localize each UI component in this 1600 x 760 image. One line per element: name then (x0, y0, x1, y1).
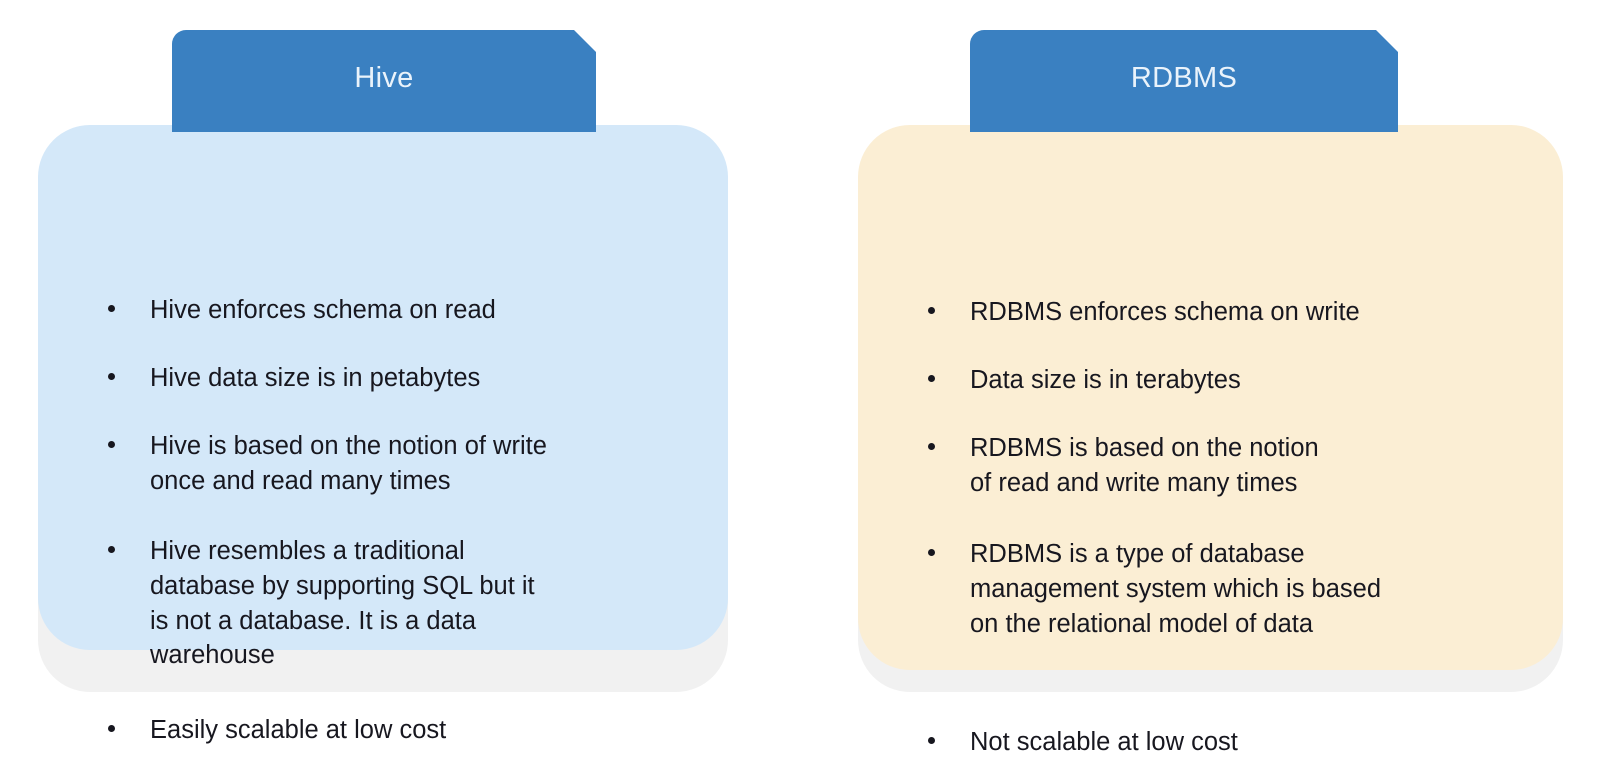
panel-body-rdbms: RDBMS enforces schema on write Data size… (858, 125, 1563, 756)
panel-header-tab-hive: Hive (172, 30, 596, 132)
list-item: Hive resembles a traditional database by… (100, 534, 688, 674)
comparison-diagram: Hive enforces schema on read Hive data s… (38, 0, 1563, 756)
list-item-text: Data size is in terabytes (970, 365, 1241, 394)
panel-title: Hive (354, 62, 414, 94)
list-item-text: RDBMS enforces schema on write (970, 298, 1360, 326)
bullet-dot-icon (928, 548, 935, 556)
bullet-dot-icon (928, 442, 935, 450)
list-item: Data size is in terabytes (920, 363, 1533, 398)
bullet-dot-icon (928, 374, 935, 382)
list-item-text: Hive data size is in petabytes (150, 363, 481, 392)
bullet-list-hive: Hive enforces schema on read Hive data s… (38, 125, 728, 748)
list-item: Hive data size is in petabytes (100, 361, 688, 396)
panel-body-hive: Hive enforces schema on read Hive data s… (38, 125, 728, 744)
list-item-text: RDBMS is a type of database management s… (970, 539, 1382, 638)
list-item-text: Easily scalable at low cost (150, 716, 447, 745)
list-item: RDBMS enforces schema on write (920, 295, 1533, 330)
list-item: Hive is based on the notion of write onc… (100, 429, 688, 499)
bullet-dot-icon (108, 372, 115, 380)
bullet-dot-icon (108, 725, 115, 733)
list-item: Hive enforces schema on read (100, 293, 688, 328)
list-item-text: Not scalable at low cost (970, 728, 1238, 757)
bullet-dot-icon (928, 307, 935, 314)
list-item: RDBMS is based on the notion of read and… (920, 431, 1533, 501)
panel-header-tab-rdbms: RDBMS (970, 30, 1398, 132)
list-item-text: Hive enforces schema on read (150, 296, 496, 324)
bullet-dot-icon (108, 545, 115, 553)
list-item-text: RDBMS is based on the notion of read and… (970, 433, 1319, 497)
panel-title: RDBMS (1130, 62, 1238, 94)
list-item-text: Hive resembles a traditional database by… (150, 536, 535, 670)
list-item: Not scalable at low cost (920, 725, 1533, 760)
bullet-dot-icon (928, 737, 935, 745)
list-item: Easily scalable at low cost (100, 713, 688, 748)
bullet-dot-icon (108, 440, 115, 448)
list-item: RDBMS is a type of database management s… (920, 537, 1533, 642)
bullet-list-rdbms: RDBMS enforces schema on write Data size… (858, 125, 1563, 760)
bullet-dot-icon (108, 305, 115, 312)
list-item-text: Hive is based on the notion of write onc… (150, 431, 547, 495)
